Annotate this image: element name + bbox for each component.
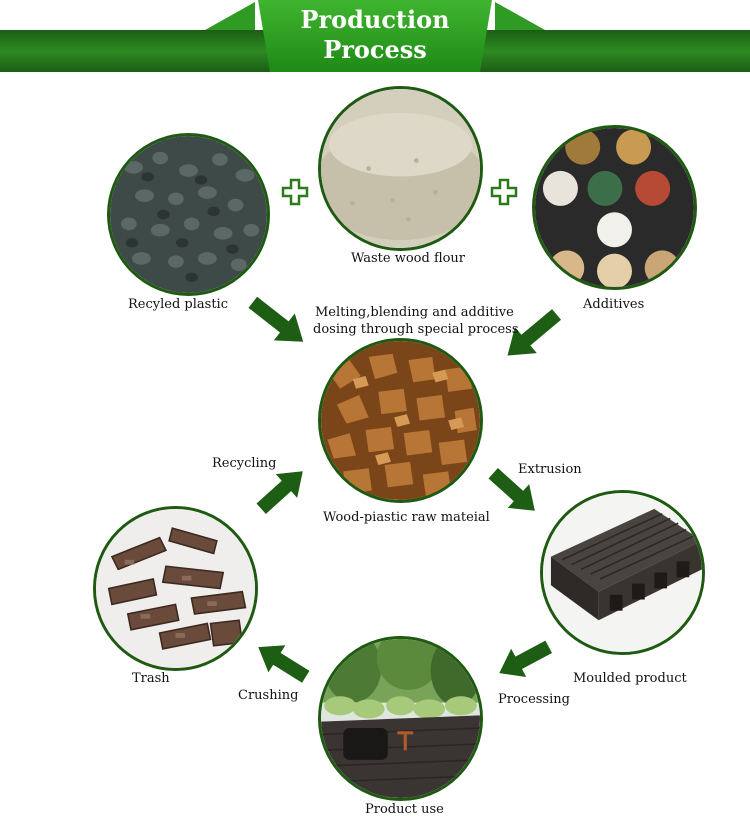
- label-melting-step-line2: dosing through special process: [313, 322, 519, 337]
- label-recycling-step: Recycling: [212, 456, 277, 471]
- plus-icon-right: [490, 178, 518, 206]
- page-title-line1: Production: [300, 5, 450, 34]
- arrow-use-to-trash: [258, 645, 310, 683]
- label-additives: Additives: [583, 297, 645, 312]
- trash-image: [93, 506, 258, 671]
- label-processing-step: Processing: [498, 692, 570, 707]
- moulded-product-image: [540, 490, 705, 655]
- wood-flour-image: [318, 86, 483, 251]
- label-trash: Trash: [132, 671, 170, 686]
- arrow-raw-to-moulded: [488, 468, 535, 511]
- arrow-additives-to-raw: [507, 309, 562, 356]
- label-product-use: Product use: [365, 802, 444, 817]
- page-title-line2: Process: [323, 35, 427, 64]
- additives-image: [532, 125, 697, 290]
- header-right-wing: [495, 2, 545, 30]
- label-moulded-product: Moulded product: [573, 671, 687, 686]
- plus-icon-left: [281, 178, 309, 206]
- label-recycled-plastic: Recyled plastic: [128, 297, 228, 312]
- label-extrusion-step: Extrusion: [518, 462, 582, 477]
- arrow-plastic-to-raw: [248, 296, 304, 342]
- header-banner: [0, 0, 750, 72]
- header-left-wing: [205, 2, 255, 30]
- label-crushing-step: Crushing: [238, 688, 299, 703]
- arrow-trash-to-raw: [256, 471, 303, 514]
- label-raw-material: Wood-piastic raw mateial: [323, 510, 490, 525]
- raw-material-image: [318, 338, 483, 503]
- recycled-plastic-image: [107, 133, 270, 296]
- label-melting-step-line1: Melting,blending and additive: [315, 305, 514, 320]
- header-title-tab: [258, 0, 492, 72]
- product-use-image: [318, 636, 483, 801]
- label-wood-flour: Waste wood flour: [351, 251, 466, 266]
- arrow-moulded-to-use: [499, 640, 553, 677]
